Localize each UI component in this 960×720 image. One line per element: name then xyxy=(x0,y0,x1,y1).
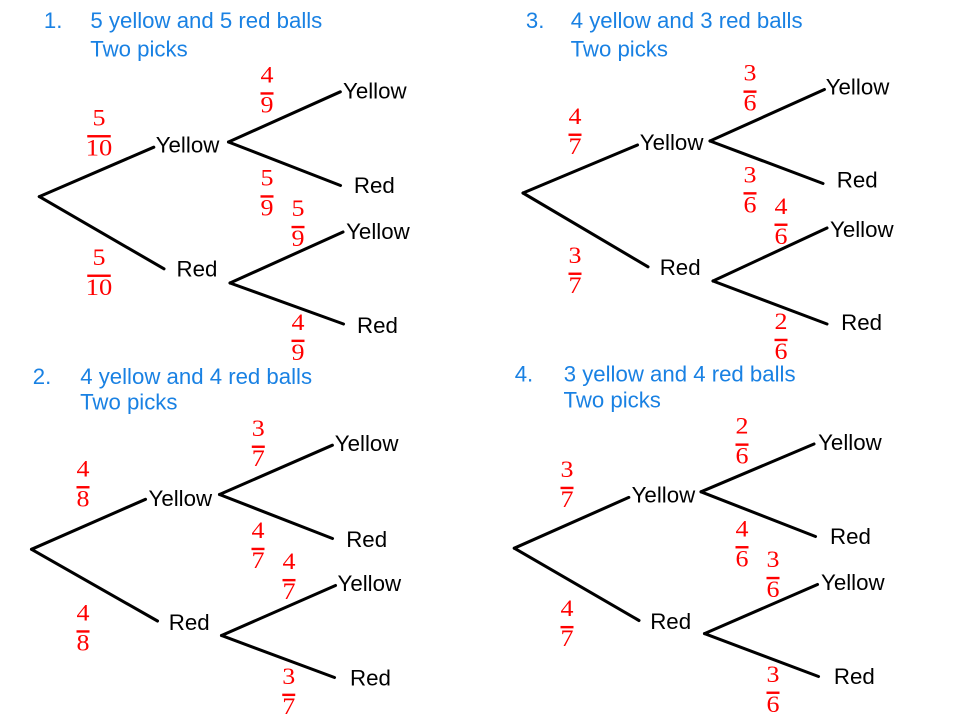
svg-text:Yellow: Yellow xyxy=(632,483,697,508)
svg-text:4: 4 xyxy=(261,63,275,88)
svg-text:6: 6 xyxy=(767,692,780,717)
svg-text:3: 3 xyxy=(561,457,574,482)
svg-text:Yellow: Yellow xyxy=(821,570,886,595)
svg-text:Yellow: Yellow xyxy=(343,78,408,103)
svg-text:6: 6 xyxy=(744,192,757,217)
svg-text:Red: Red xyxy=(837,167,878,192)
svg-text:7: 7 xyxy=(569,134,582,159)
svg-text:4: 4 xyxy=(77,601,91,626)
svg-text:4: 4 xyxy=(77,456,91,481)
svg-text:3: 3 xyxy=(252,416,265,441)
svg-text:Yellow: Yellow xyxy=(640,130,705,155)
svg-text:2: 2 xyxy=(736,414,749,439)
svg-text:Yellow: Yellow xyxy=(156,133,221,158)
svg-text:Red: Red xyxy=(350,666,391,691)
svg-text:Red: Red xyxy=(650,609,691,634)
svg-text:3: 3 xyxy=(569,243,582,268)
svg-text:4.: 4. xyxy=(515,362,534,387)
svg-text:8: 8 xyxy=(77,631,90,656)
svg-text:3 yellow and 4 red balls: 3 yellow and 4 red balls xyxy=(564,362,796,387)
svg-text:2: 2 xyxy=(775,309,788,334)
svg-text:Yellow: Yellow xyxy=(826,75,891,100)
svg-text:4: 4 xyxy=(561,596,575,621)
svg-text:Two picks: Two picks xyxy=(564,388,661,413)
svg-text:8: 8 xyxy=(77,486,90,511)
svg-text:10: 10 xyxy=(86,135,113,160)
svg-text:Red: Red xyxy=(354,173,395,198)
svg-text:3: 3 xyxy=(744,61,757,86)
svg-text:7: 7 xyxy=(252,548,265,573)
svg-text:6: 6 xyxy=(775,339,788,364)
svg-text:1.: 1. xyxy=(44,8,63,33)
svg-text:3: 3 xyxy=(282,664,295,689)
svg-text:Yellow: Yellow xyxy=(149,486,214,511)
svg-text:5: 5 xyxy=(292,196,305,221)
svg-text:Red: Red xyxy=(841,310,882,335)
svg-text:Two picks: Two picks xyxy=(571,37,668,62)
svg-text:3: 3 xyxy=(767,547,780,572)
svg-text:4: 4 xyxy=(569,104,583,129)
svg-text:4 yellow and 3 red balls: 4 yellow and 3 red balls xyxy=(571,8,803,33)
svg-text:9: 9 xyxy=(261,93,274,118)
svg-text:Yellow: Yellow xyxy=(335,431,400,456)
svg-text:Red: Red xyxy=(169,610,210,635)
svg-text:6: 6 xyxy=(744,91,757,116)
svg-text:7: 7 xyxy=(282,694,295,719)
svg-text:4: 4 xyxy=(292,310,306,335)
svg-text:7: 7 xyxy=(252,446,265,471)
svg-text:3: 3 xyxy=(767,662,780,687)
svg-text:3.: 3. xyxy=(526,8,545,33)
svg-text:4 yellow and 4 red balls: 4 yellow and 4 red balls xyxy=(80,364,312,389)
svg-text:4: 4 xyxy=(283,549,297,574)
svg-text:4: 4 xyxy=(775,194,789,219)
svg-text:9: 9 xyxy=(292,226,305,251)
svg-text:3: 3 xyxy=(744,162,757,187)
svg-text:7: 7 xyxy=(283,579,296,604)
svg-text:Yellow: Yellow xyxy=(818,430,883,455)
svg-text:Red: Red xyxy=(660,255,701,280)
svg-text:7: 7 xyxy=(561,626,574,651)
svg-text:6: 6 xyxy=(736,444,749,469)
svg-text:5 yellow and 5 red balls: 5 yellow and 5 red balls xyxy=(90,8,322,33)
svg-text:9: 9 xyxy=(292,340,305,365)
svg-text:Red: Red xyxy=(177,256,218,281)
svg-text:Two picks: Two picks xyxy=(80,389,177,414)
svg-text:Two picks: Two picks xyxy=(90,37,187,62)
svg-text:Red: Red xyxy=(830,524,871,549)
svg-text:4: 4 xyxy=(252,518,266,543)
svg-text:6: 6 xyxy=(775,224,788,249)
svg-text:Yellow: Yellow xyxy=(830,217,895,242)
svg-text:9: 9 xyxy=(261,196,274,221)
svg-text:Red: Red xyxy=(346,527,387,552)
svg-text:6: 6 xyxy=(736,546,749,571)
svg-text:7: 7 xyxy=(569,273,582,298)
svg-text:5: 5 xyxy=(93,105,106,130)
svg-text:Red: Red xyxy=(834,664,875,689)
svg-text:5: 5 xyxy=(93,245,106,270)
svg-text:5: 5 xyxy=(261,166,274,191)
svg-text:Yellow: Yellow xyxy=(346,219,411,244)
svg-text:2.: 2. xyxy=(33,364,52,389)
svg-text:Yellow: Yellow xyxy=(338,571,403,596)
svg-text:Red: Red xyxy=(357,313,398,338)
svg-text:10: 10 xyxy=(86,275,113,300)
svg-text:6: 6 xyxy=(767,577,780,602)
svg-text:7: 7 xyxy=(561,487,574,512)
svg-text:4: 4 xyxy=(736,516,750,541)
